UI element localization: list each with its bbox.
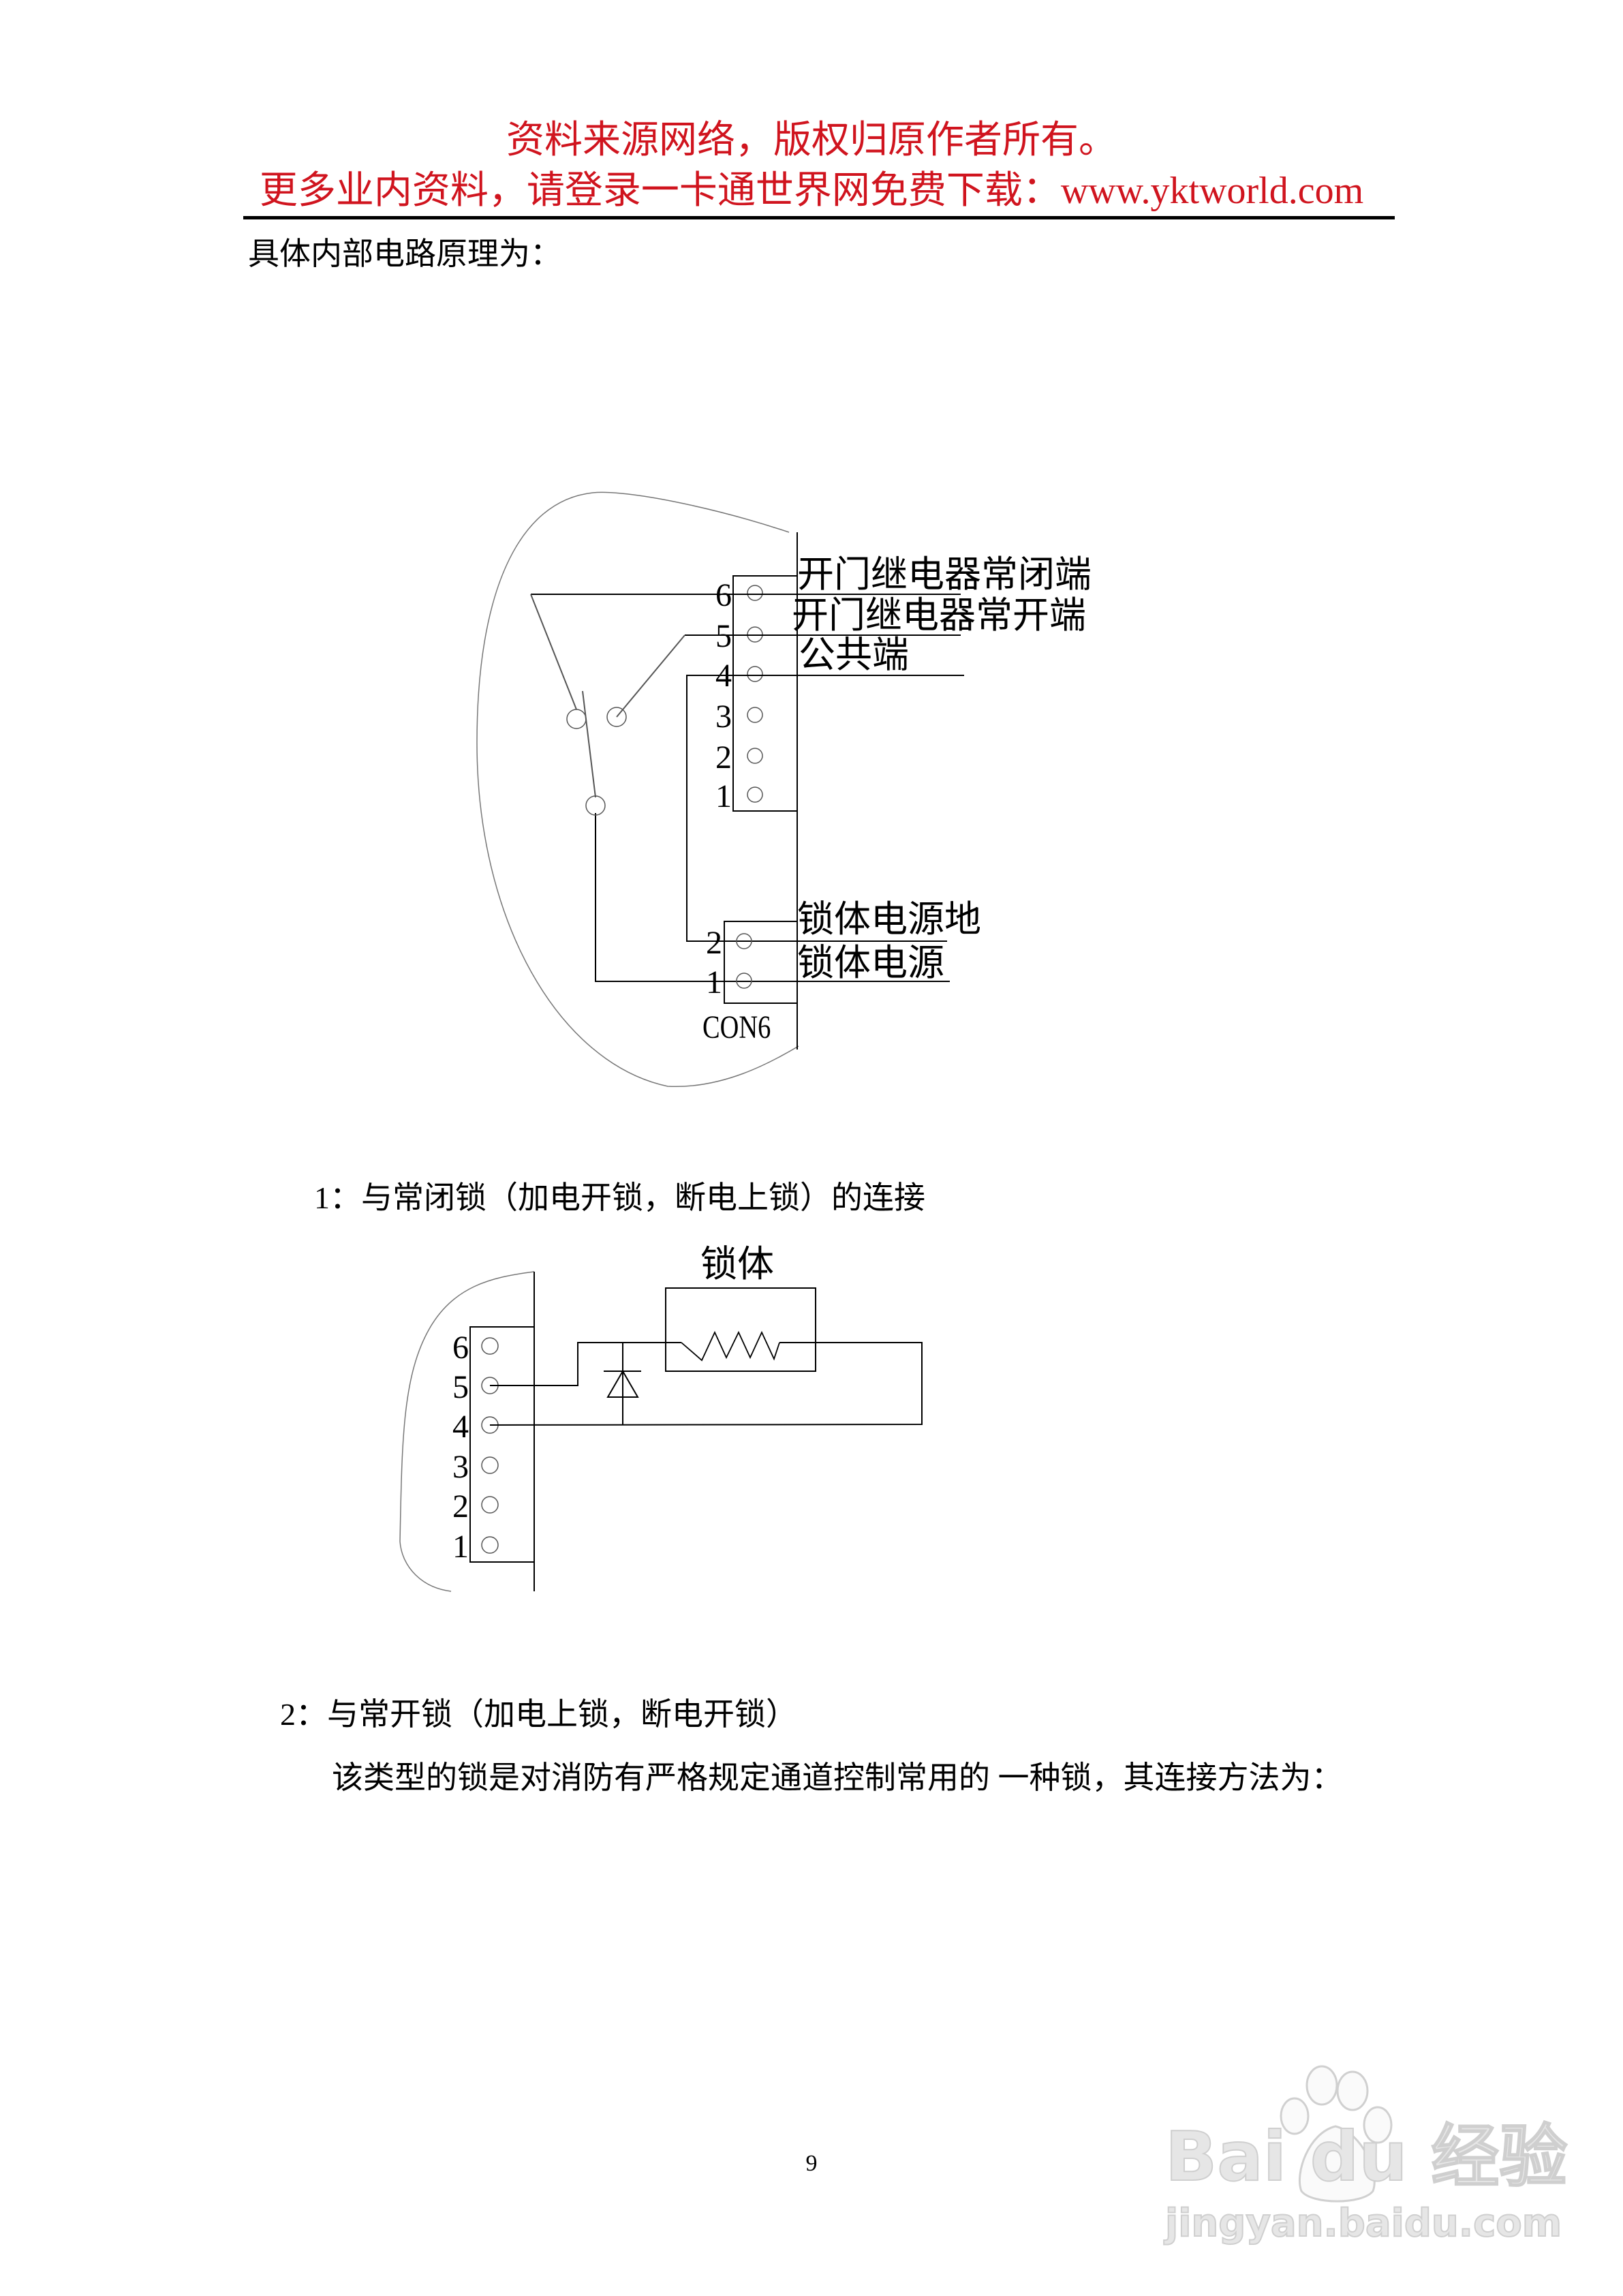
label-lock-body: 锁体 (700, 1244, 774, 1285)
wire-com (686, 675, 964, 942)
section-2-paragraph: 该类型的锁是对消防有严格规定通道控制常用的 一种锁，其连接方法为： (332, 1760, 1343, 1795)
wire-pin5-to-lock (490, 1342, 681, 1386)
pin-label-3: 3 (715, 699, 732, 735)
page-number: 9 (805, 2151, 818, 2176)
label-common: 公共端 (799, 634, 909, 675)
board-outline-2 (399, 1271, 535, 1592)
pin2-label-1: 1 (452, 1529, 469, 1565)
pin-1 (481, 1536, 499, 1554)
pin-label-4: 4 (715, 658, 732, 694)
diode-triangle (606, 1370, 639, 1398)
label-lock-power: 锁体电源 (797, 943, 944, 983)
watermark-url: jingyan.baidu.com (1164, 2201, 1562, 2246)
label-relay-nc: 开门继电器常闭端 (797, 554, 1092, 595)
relay-contacts (566, 707, 627, 816)
connector-pins-2 (481, 1337, 499, 1554)
relay-contact-nc (566, 709, 587, 729)
pin-label-6: 6 (715, 577, 732, 613)
power-pin-label-1: 1 (706, 964, 722, 1000)
lock-body-box (665, 1287, 816, 1372)
relay-contact-common (585, 795, 606, 816)
intro-text: 具体内部电路原理为： (248, 236, 561, 271)
wire-lock-to-pin4 (489, 1342, 923, 1426)
pin-label-1: 1 (715, 778, 732, 814)
baidu-jingyan-watermark: Bai du 经验 jingyan.baidu.com (1158, 2058, 1568, 2249)
pin2-label-4: 4 (452, 1409, 469, 1445)
header-rule (243, 216, 1395, 219)
pin-4 (747, 666, 763, 682)
power-pin-1 (736, 973, 752, 989)
pin-2 (481, 1496, 499, 1514)
pin-label-2: 2 (715, 739, 732, 776)
pin2-label-5: 5 (452, 1369, 469, 1405)
pin-3 (747, 707, 763, 723)
section-2-heading: 2：与常开锁（加电上锁，断电开锁） (280, 1697, 797, 1732)
power-pin-2 (736, 933, 752, 949)
pin-6 (481, 1337, 499, 1355)
pin-label-5: 5 (715, 618, 732, 654)
pin2-label-6: 6 (452, 1330, 469, 1366)
pin-2 (747, 748, 763, 764)
board-outline (476, 491, 799, 1088)
wire-power (595, 813, 950, 982)
pin-1 (747, 786, 763, 803)
paw-logo-icon (1280, 2065, 1393, 2203)
label-lock-power-ground: 锁体电源地 (797, 899, 981, 940)
relay-switch-blade (582, 690, 596, 798)
header-download-notice: 更多业内资料，请登录一卡通世界网免费下载：www.yktworld.com (259, 170, 1364, 212)
relay-nc-arm (530, 594, 577, 710)
connector-6pin-2 (469, 1326, 534, 1563)
power-pin-label-2: 2 (706, 925, 722, 961)
pin-3 (481, 1456, 499, 1474)
pin-6 (747, 585, 763, 601)
watermark-brand: Bai du 经验 (1164, 2117, 1568, 2196)
pin2-label-3: 3 (452, 1449, 469, 1485)
relay-contact-no (606, 707, 627, 727)
connector-6pin (732, 575, 797, 812)
label-relay-no: 开门继电器常开端 (792, 595, 1086, 636)
connector-name: CON6 (702, 1009, 771, 1045)
wire-no-contact (616, 634, 685, 718)
pin2-label-2: 2 (452, 1488, 469, 1525)
lock-coil-resistor (681, 1330, 780, 1362)
connector-power (724, 921, 797, 1004)
section-1-heading: 1：与常闭锁（加电开锁，断电上锁）的连接 (314, 1180, 925, 1215)
header-copyright: 资料来源网络，版权归原作者所有。 (506, 119, 1117, 162)
